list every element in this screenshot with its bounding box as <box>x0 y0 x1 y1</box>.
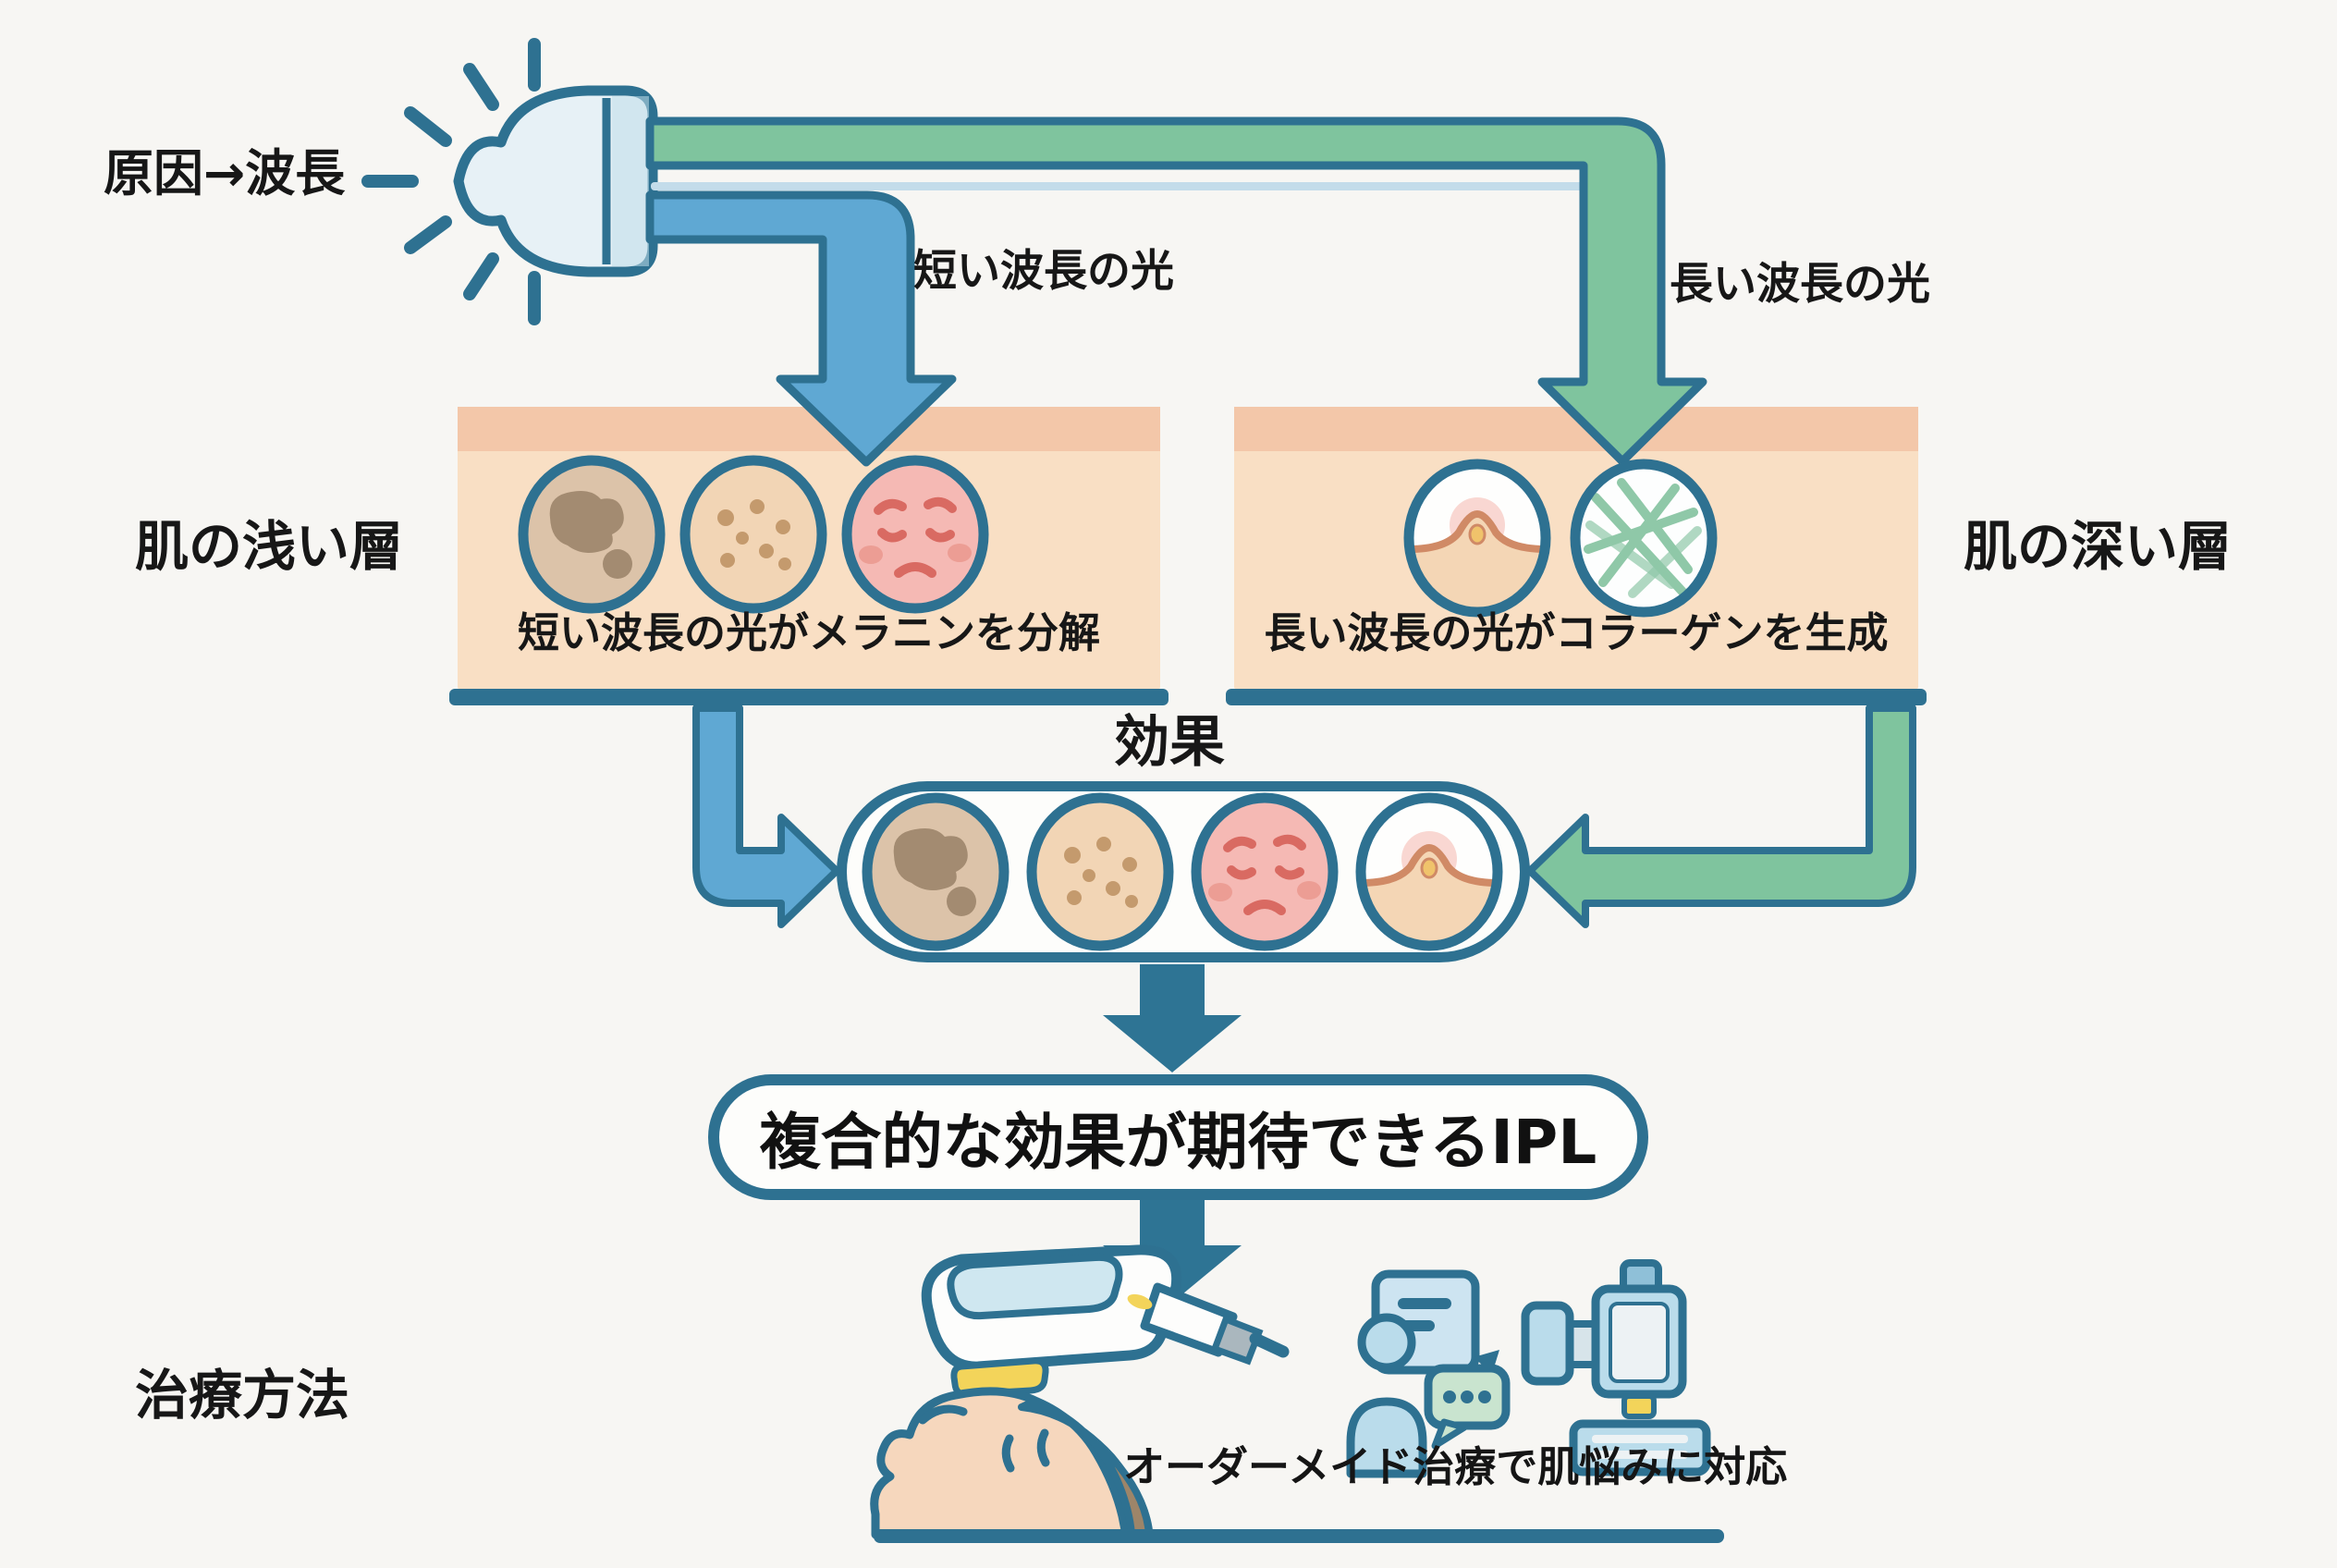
deep-box-caption: 長い波長の光がコラーゲンを生成 <box>1264 608 1889 657</box>
deep-to-effect-arrow <box>1526 704 1916 928</box>
shallow-box-caption: 短い波長の光がメラニンを分解 <box>517 608 1100 657</box>
short-wavelength-arrow <box>645 190 957 467</box>
bed-line <box>874 1529 1724 1543</box>
effect-label: 効果 <box>1114 710 1225 775</box>
collagen-fibers-icon <box>1575 464 1712 612</box>
shallow-box-baseline <box>449 689 1168 705</box>
short-wavelength-label: 短い波長の光 <box>913 246 1174 297</box>
shallow-layer-label: 肌の浅い層 <box>135 515 404 578</box>
effect-wrinkle-bump-icon <box>1361 798 1498 948</box>
light-beam-line <box>651 182 1592 190</box>
ipl-to-treatment-arrow <box>1103 1200 1242 1303</box>
red-face-icon <box>847 460 984 608</box>
effect-to-ipl-arrow <box>1103 964 1242 1072</box>
dark-spots-icon <box>523 460 660 608</box>
shallow-skin-surface-band <box>458 407 1160 451</box>
effect-dark-spots-icon <box>867 798 1004 946</box>
shallow-to-effect-arrow <box>692 704 840 928</box>
deep-layer-label: 肌の深い層 <box>1964 515 2233 578</box>
effect-freckles-icon <box>1032 798 1168 946</box>
long-wavelength-arrow <box>645 116 1707 466</box>
freckles-icon <box>685 460 822 608</box>
ipl-banner-text: 複合的な効果が期待できるIPL <box>759 1107 1597 1178</box>
long-wavelength-label: 長い波長の光 <box>1670 259 1930 310</box>
treatment-caption: オーダーメイド治療で肌悩みに対応 <box>1123 1442 1788 1491</box>
lamp-with-rays-icon <box>361 38 658 325</box>
counseling-person-icon <box>1346 1269 1511 1478</box>
effect-red-face-icon <box>1196 798 1333 946</box>
treatment-method-label: 治療方法 <box>135 1364 350 1427</box>
wrinkle-bump-icon <box>1409 464 1546 614</box>
deep-box-baseline <box>1226 689 1927 705</box>
cause-wavelength-label: 原因→波長 <box>104 144 346 202</box>
patient-face-icon <box>870 1387 1154 1539</box>
ipl-result-banner: 複合的な効果が期待できるIPL <box>708 1074 1648 1200</box>
ipl-handpiece-icon <box>921 1244 1290 1398</box>
ipl-machine-icon <box>1521 1259 1711 1476</box>
